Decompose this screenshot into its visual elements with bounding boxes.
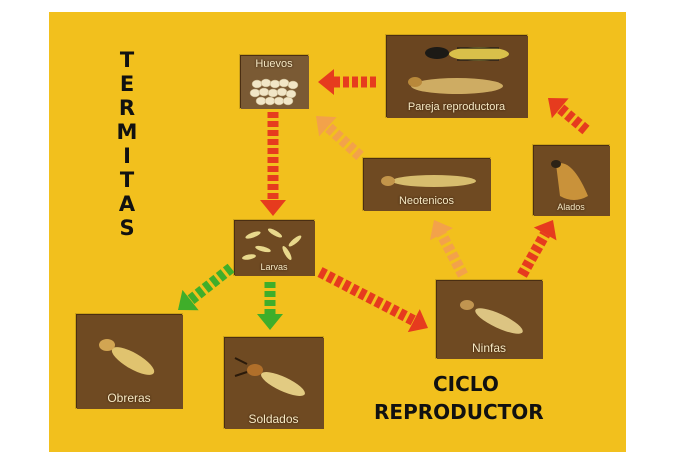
title-letter: R [118, 96, 136, 120]
winged-image [534, 146, 610, 216]
nymph-image [437, 281, 543, 359]
arrow-ninfas-to-alados [517, 219, 557, 278]
label-pareja: Pareja reproductora [407, 101, 506, 113]
arrow-ninfas-to-neotenicos [429, 220, 468, 278]
neotenic-image [364, 159, 491, 211]
label-larvas: Larvas [260, 262, 288, 272]
arrow-larvas-to-obreras [177, 263, 235, 311]
label-obreras: Obreras [107, 391, 151, 405]
label-alados: Alados [557, 202, 585, 212]
arrow-huevos-to-larvas [260, 112, 286, 216]
arrow-neotenicos-to-huevos [315, 116, 364, 161]
reproductive-pair-image [387, 36, 528, 118]
label-neotenicos: Neotenicos [398, 195, 455, 207]
title-letter: T [119, 48, 135, 72]
label-ninfas: Ninfas [471, 341, 506, 355]
label-huevos: Huevos [255, 58, 293, 70]
label-soldados: Soldados [248, 412, 299, 426]
arrow-larvas-to-soldados [257, 282, 283, 330]
card-pareja: Pareja reproductora [386, 35, 528, 118]
cycle-title-line2: REPRODUCTOR [374, 400, 544, 424]
card-larvas: Larvas [234, 220, 315, 276]
soldier-image [225, 338, 324, 429]
card-alados: Alados [533, 145, 610, 216]
card-ninfas: Ninfas [436, 280, 543, 359]
card-obreras: Obreras [76, 314, 183, 409]
worker-image [77, 315, 183, 409]
card-neotenicos: Neotenicos [363, 158, 491, 211]
title-letter: M [116, 120, 138, 144]
title-letter: T [119, 168, 135, 192]
card-huevos: Huevos [240, 55, 309, 109]
larvae-image [235, 221, 315, 276]
title-letter: A [118, 192, 136, 216]
title-letter: I [123, 144, 131, 168]
title-letter: S [119, 216, 135, 240]
arrow-alados-to-pareja [547, 98, 590, 135]
cycle-title-line1: CICLO [433, 372, 499, 396]
card-soldados: Soldados [224, 337, 324, 429]
arrow-pareja-to-huevos [318, 69, 376, 95]
arrow-larvas-to-ninfas [317, 267, 428, 333]
title-letter: E [119, 72, 135, 96]
eggs-image [241, 56, 309, 109]
